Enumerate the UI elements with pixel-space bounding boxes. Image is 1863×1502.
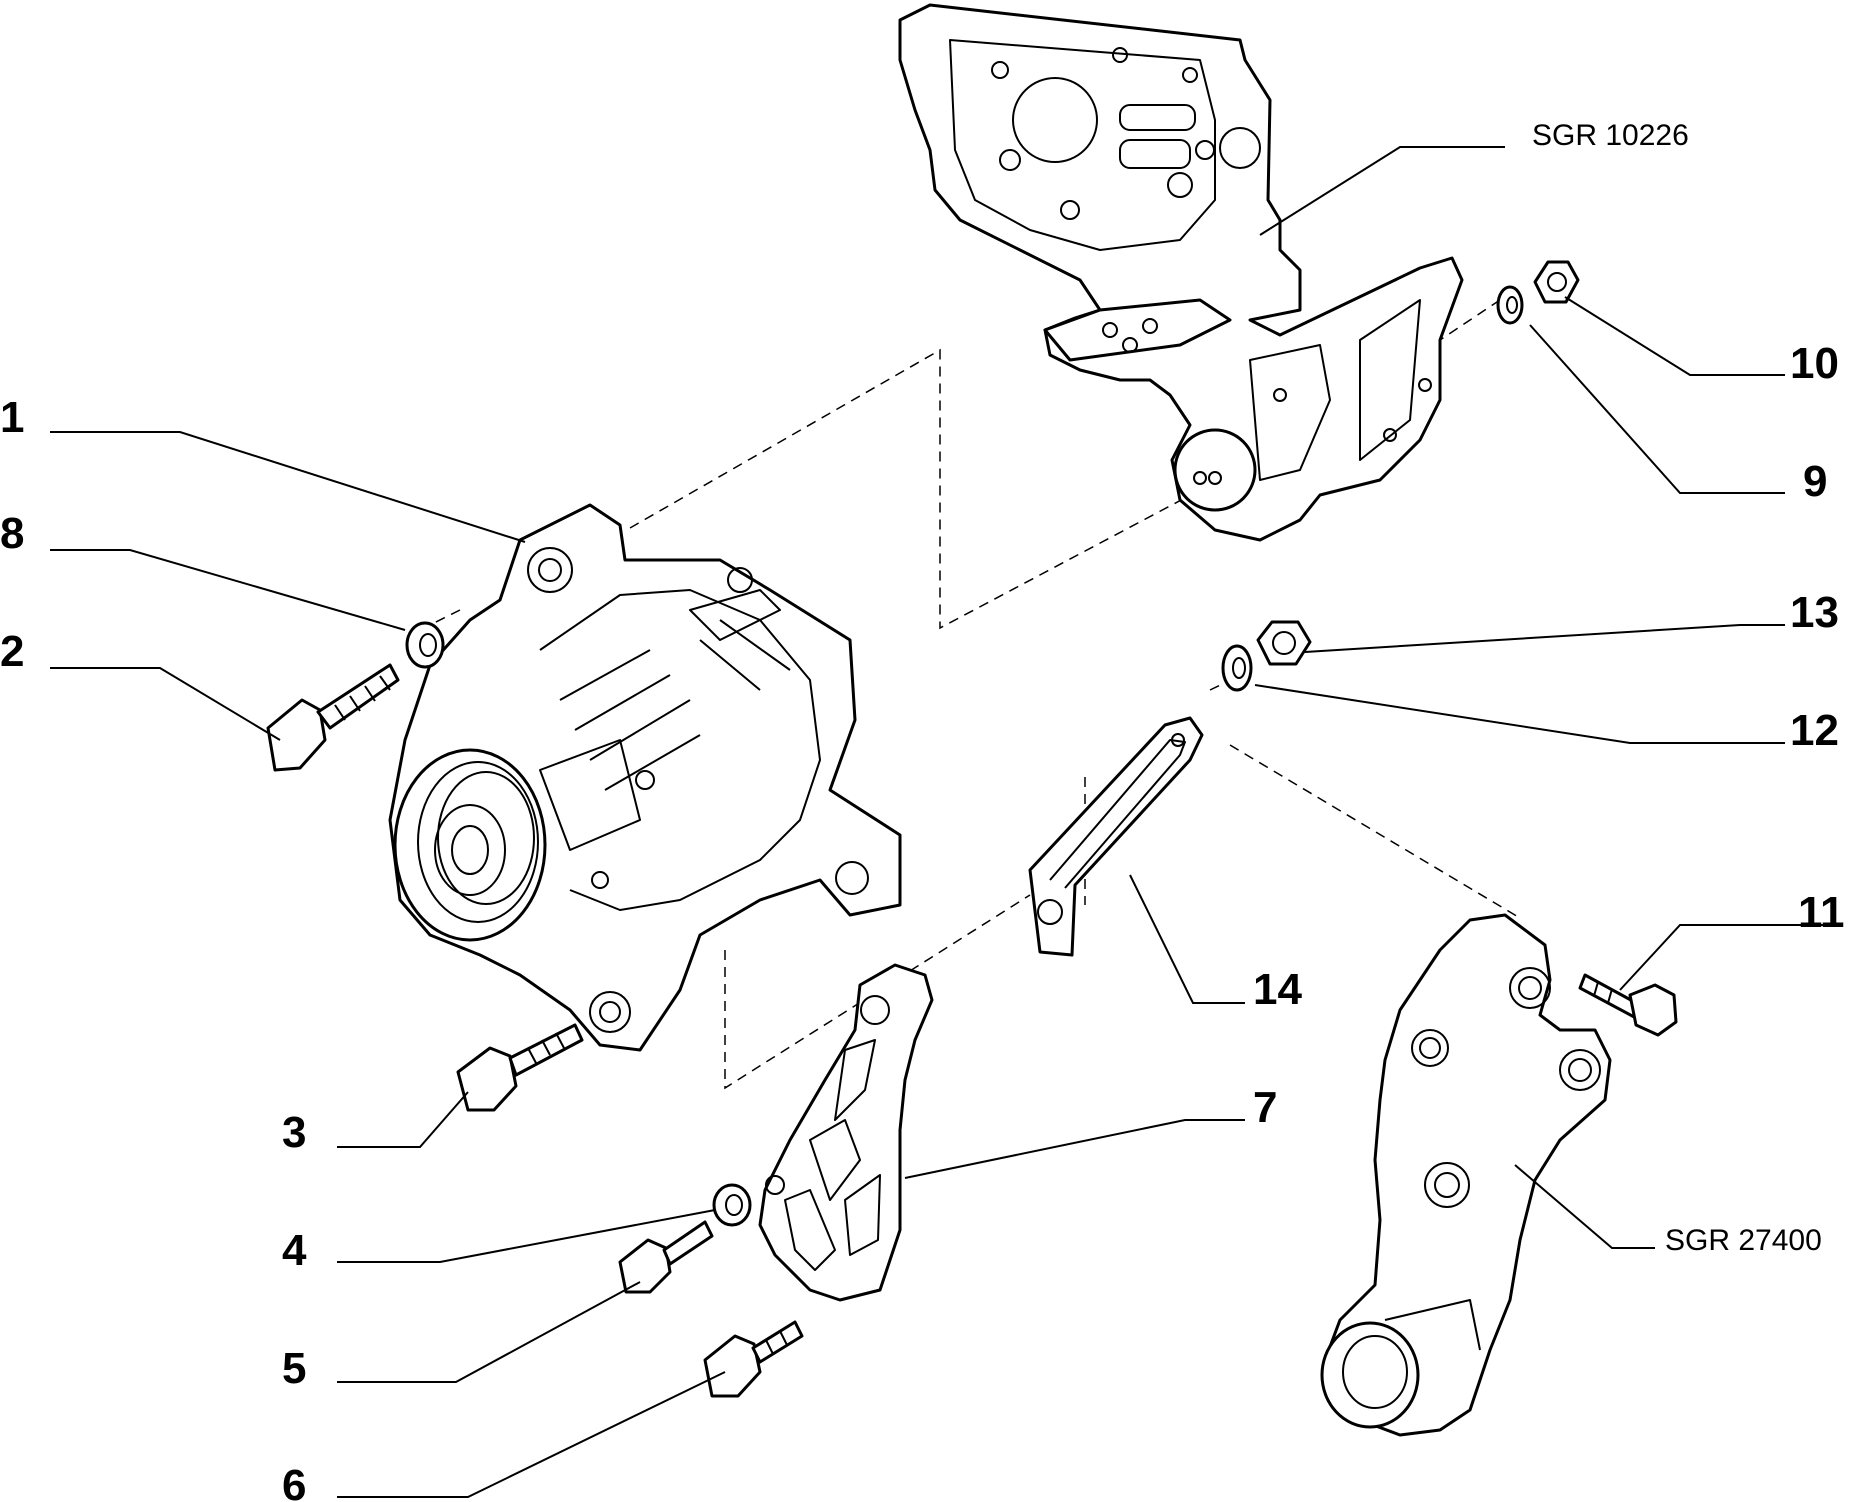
callout-9: 9 — [1803, 457, 1827, 506]
leader-lines — [50, 146, 1840, 1498]
lower-engine-bracket — [1320, 913, 1612, 1437]
leader-2 — [50, 667, 281, 741]
callout-11: 11 — [1798, 888, 1845, 937]
bolt-5 — [618, 1220, 714, 1294]
callout-13: 13 — [1790, 588, 1839, 637]
callout-1: 1 — [0, 393, 24, 442]
washer-9 — [1496, 285, 1524, 325]
leader-3 — [337, 1091, 469, 1148]
callout-5: 5 — [282, 1344, 306, 1393]
callout-12: 12 — [1790, 706, 1839, 755]
ref-sgr-10226: SGR 10226 — [1532, 119, 1689, 152]
upper-engine-bracket — [898, 3, 1464, 542]
bracket-7 — [758, 963, 934, 1302]
washer-4 — [712, 1183, 752, 1227]
leader-4 — [337, 1209, 716, 1263]
callout-7: 7 — [1253, 1083, 1277, 1132]
leader-1 — [50, 431, 526, 543]
callout-labels: 1 8 2 3 4 5 6 7 14 10 9 13 12 11 SGR 102… — [0, 119, 1845, 1502]
callout-6: 6 — [282, 1461, 306, 1502]
leader-12 — [1254, 684, 1785, 744]
leader-14 — [1129, 874, 1245, 1004]
callout-10: 10 — [1790, 339, 1839, 388]
nut-10 — [1533, 260, 1580, 304]
leader-9 — [1529, 324, 1785, 494]
leader-sgr-27400 — [1514, 1164, 1655, 1249]
callout-4: 4 — [282, 1226, 307, 1275]
bolt-6 — [703, 1320, 804, 1398]
leader-sgr-10226 — [1259, 146, 1505, 236]
callout-3: 3 — [282, 1108, 306, 1157]
leader-13 — [1304, 624, 1785, 653]
bolt-11 — [1578, 973, 1678, 1037]
callout-8: 8 — [0, 509, 24, 558]
callout-14: 14 — [1253, 965, 1302, 1014]
washer-8 — [405, 621, 445, 669]
leader-5 — [337, 1281, 641, 1383]
washer-12 — [1221, 644, 1253, 692]
alternator — [388, 503, 902, 1052]
leader-8 — [50, 549, 406, 631]
leader-11 — [1619, 924, 1840, 991]
leader-6 — [337, 1371, 726, 1498]
strap-14 — [1028, 716, 1204, 957]
ref-sgr-27400: SGR 27400 — [1665, 1224, 1822, 1257]
callout-2: 2 — [0, 627, 24, 676]
bolt-3 — [456, 1023, 584, 1112]
bolt-2 — [266, 663, 400, 772]
nut-13 — [1256, 620, 1312, 666]
leader-10 — [1564, 296, 1785, 376]
leader-7 — [904, 1119, 1245, 1179]
